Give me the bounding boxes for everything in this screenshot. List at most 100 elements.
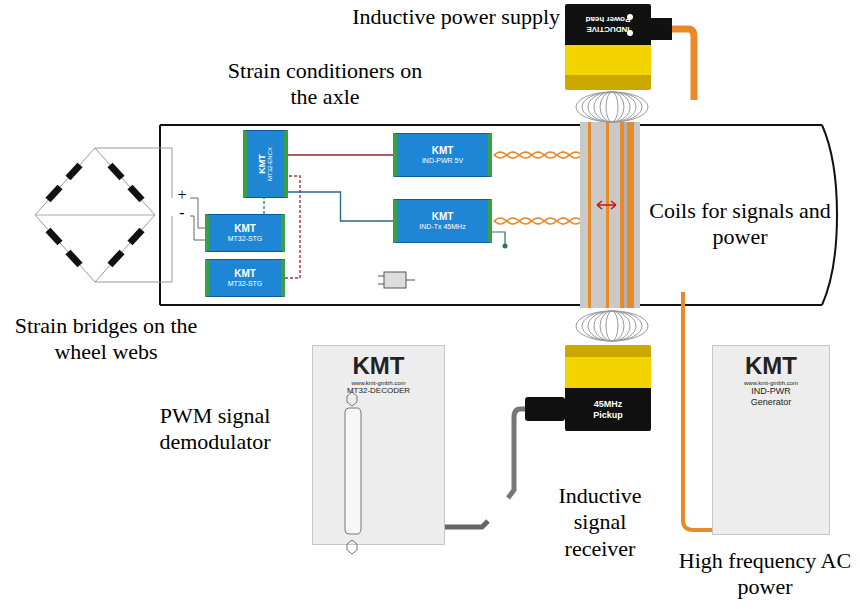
inductive-head: 45MHz Pickup xyxy=(565,345,651,431)
signal-wire xyxy=(263,198,264,214)
cable-plug xyxy=(525,397,565,421)
signal-wire xyxy=(288,154,393,155)
annotation-label: Strain bridges on the wheel webs xyxy=(2,313,210,366)
node-heading: INDUCTIVE Power head xyxy=(582,15,634,33)
signal-cable xyxy=(508,409,525,498)
conditioner-module: KMTMT32-STG xyxy=(205,259,285,297)
node-text: www.kmt-gmbh.com xyxy=(744,380,798,387)
sensor-lead xyxy=(378,276,415,284)
coil-winding xyxy=(620,122,634,308)
annotation-label: Inductive power supply xyxy=(320,4,560,30)
node-text: www.kmt-gmbh.com xyxy=(351,380,405,387)
annotation-label: + xyxy=(176,185,188,204)
power-cable xyxy=(672,29,694,100)
annotation-label: Inductive signal receiver xyxy=(548,483,652,562)
coil-band xyxy=(580,122,640,308)
axle-edge xyxy=(160,124,822,126)
coil-loop xyxy=(588,311,636,341)
bridge-lead xyxy=(95,148,172,198)
coil-loop xyxy=(606,92,618,122)
strain-gauge xyxy=(130,187,142,200)
node-text: IND-PWR 5V xyxy=(422,157,463,165)
label-text: Strain bridges on the wheel webs xyxy=(15,313,198,364)
node-text: MT32-DECODER xyxy=(347,386,410,395)
annotation-label: PWM signal demodulator xyxy=(140,403,290,456)
strain-gauge xyxy=(130,230,142,243)
twisted-wire xyxy=(494,152,580,158)
strain-gauge xyxy=(48,230,60,243)
sensor-body xyxy=(384,272,406,288)
twisted-wire xyxy=(494,218,580,224)
conditioner-module: KMTIND-Tx 45MHz xyxy=(393,199,492,243)
coil-loop xyxy=(600,311,624,341)
connector-shell xyxy=(345,408,361,534)
twisted-cable xyxy=(494,152,580,224)
node-heading: KMT xyxy=(234,268,256,280)
coil-loop xyxy=(576,92,648,122)
node-heading: KMT xyxy=(745,352,797,380)
node-text: MT32-STG xyxy=(228,280,263,288)
label-text: Strain conditioners on the axle xyxy=(228,58,422,109)
node-heading: KMT xyxy=(257,154,267,174)
strain-gauge xyxy=(68,165,80,178)
head-cable xyxy=(650,18,694,100)
strain-gauge xyxy=(48,187,60,200)
decoder-cable xyxy=(445,521,488,527)
antenna-dot xyxy=(503,244,508,249)
label-text: High frequency AC power xyxy=(679,548,851,599)
instrument-box: KMTwww.kmt-gmbh.comIND-PWR Generator xyxy=(712,345,830,535)
node-text: IND-Tx 45MHz xyxy=(419,223,465,231)
bridge-lead xyxy=(95,216,172,282)
axle-edge xyxy=(160,304,822,306)
annotation-label: High frequency AC power xyxy=(675,548,855,601)
label-text: - xyxy=(179,204,184,221)
coil-loop xyxy=(606,311,618,341)
coil-loop xyxy=(600,92,624,122)
signal-wire xyxy=(288,192,393,221)
strain-gauge xyxy=(68,252,80,265)
conditioner-module: KMTIND-PWR 5V xyxy=(393,133,492,177)
node-text: MT32-ENCX xyxy=(267,147,274,181)
bridge-wire xyxy=(35,148,155,282)
label-text: PWM signal demodulator xyxy=(159,403,270,454)
strain-gauge xyxy=(110,252,122,265)
annotation-label: Coils for signals and power xyxy=(645,198,835,251)
cable-plug xyxy=(650,18,672,40)
inductive-head: INDUCTIVE Power head xyxy=(565,4,651,90)
generator-cable xyxy=(683,292,712,530)
coil-loop xyxy=(594,311,630,341)
coil-loop xyxy=(582,92,642,122)
pickup-cable xyxy=(508,397,565,498)
bridge-lead xyxy=(190,198,205,240)
axle xyxy=(160,125,837,305)
node-heading: KMT xyxy=(432,145,454,157)
twisted-wire xyxy=(494,218,580,224)
node-heading: KMT xyxy=(432,211,454,223)
coil-loops xyxy=(576,92,648,341)
antenna-lead xyxy=(492,232,505,244)
coil-loop xyxy=(582,311,642,341)
strain-gauge xyxy=(110,165,122,178)
coil-loop xyxy=(576,311,648,341)
annotation-label: - xyxy=(176,203,188,222)
coil-winding xyxy=(624,122,627,308)
annotation-label: Strain conditioners on the axle xyxy=(225,58,425,111)
bridge-wire xyxy=(35,215,155,216)
db-connector xyxy=(337,388,367,558)
instrument-box: KMTwww.kmt-gmbh.comMT32-DECODER xyxy=(312,345,445,545)
label-text: Coils for signals and power xyxy=(649,198,831,249)
coil-loop xyxy=(594,92,630,122)
node-heading: KMT xyxy=(234,223,256,235)
axle-end xyxy=(159,125,161,305)
twisted-wire xyxy=(494,152,580,158)
node-text: IND-PWR Generator xyxy=(736,386,806,407)
strain-bridge xyxy=(35,148,205,282)
label-text: Inductive signal receiver xyxy=(558,483,641,561)
gap-arrow xyxy=(597,201,616,209)
strain-gauges xyxy=(48,165,142,265)
coil-loop xyxy=(588,92,636,122)
conditioner-module: KMTMT32-STG xyxy=(205,214,285,252)
coil-winding xyxy=(588,122,591,308)
node-heading: 45MHz Pickup xyxy=(586,399,630,420)
coil-band xyxy=(580,122,640,308)
